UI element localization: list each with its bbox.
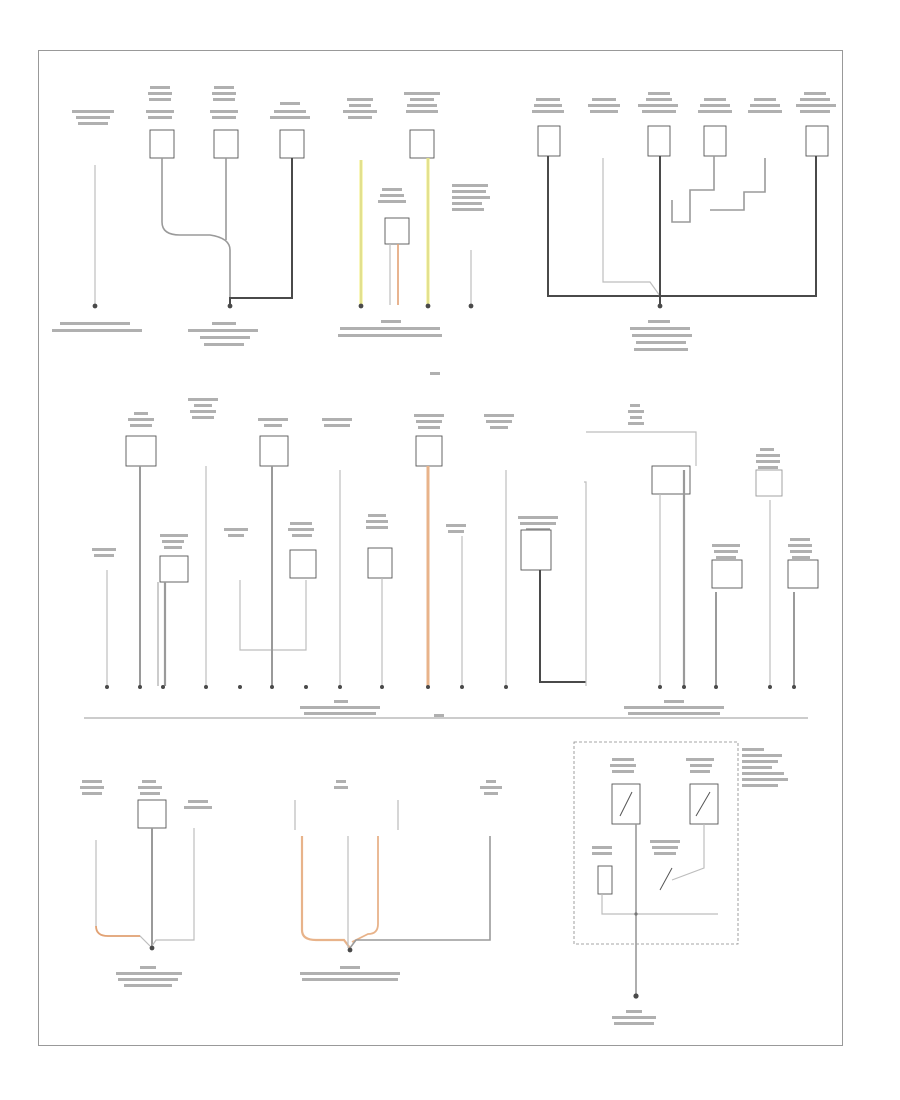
connector-box — [805, 125, 829, 157]
connector-box — [537, 125, 561, 157]
connectors-bottom — [137, 741, 739, 945]
ground-point — [460, 685, 464, 689]
connector-box — [703, 125, 727, 157]
ground-point — [204, 685, 208, 689]
ground-point — [347, 947, 353, 953]
connector-box — [520, 529, 552, 571]
wires-middle — [106, 431, 795, 686]
connector-box — [289, 549, 317, 579]
connector-box — [159, 555, 189, 583]
ground-point — [161, 685, 165, 689]
ground-point — [714, 685, 718, 689]
component-labels-top — [52, 86, 836, 375]
connectors-middle — [125, 435, 819, 589]
ground-point — [380, 685, 384, 689]
connector-box — [755, 469, 783, 497]
connector-box — [367, 547, 393, 579]
ground-point — [270, 685, 274, 689]
ground-point — [504, 685, 508, 689]
ground-point — [426, 685, 430, 689]
ground-point — [227, 303, 233, 309]
wires-bottom — [95, 824, 718, 994]
switch-box — [689, 783, 719, 825]
ground-point — [633, 993, 639, 999]
connector-box — [149, 129, 175, 159]
ground-point — [425, 303, 431, 309]
connector-box — [415, 435, 443, 467]
ground-point — [138, 685, 142, 689]
ground-points-bottom — [149, 912, 639, 999]
switch-contact — [619, 791, 711, 891]
diagram-frame — [38, 50, 843, 1046]
ground-point — [338, 685, 342, 689]
ground-point — [768, 685, 772, 689]
connector-box — [647, 125, 671, 157]
wires-top — [94, 156, 817, 305]
ground-point — [92, 303, 98, 309]
top-section — [52, 86, 836, 375]
connector-box — [213, 129, 239, 159]
connector-box — [137, 799, 167, 829]
ground-point — [682, 685, 686, 689]
connector-box — [125, 435, 157, 467]
connector-box — [787, 559, 819, 589]
connector-box — [409, 129, 435, 159]
component-labels-bottom — [80, 748, 788, 1025]
connector-box — [711, 559, 743, 589]
ground-point — [238, 685, 242, 689]
connectors-top — [149, 125, 829, 245]
middle-section — [84, 398, 819, 719]
ground-point — [304, 685, 308, 689]
ground-point — [792, 685, 796, 689]
connector-box — [259, 435, 289, 467]
ground-points-top — [92, 303, 663, 309]
component-labels-middle — [92, 398, 812, 717]
connector-box — [279, 129, 305, 159]
switch-module-outline — [573, 741, 739, 945]
bottom-section — [80, 741, 788, 1025]
ground-point — [657, 303, 663, 309]
ground-points-middle — [105, 685, 796, 689]
ground-point — [149, 945, 155, 951]
ground-point — [468, 303, 474, 309]
connector-box — [384, 217, 410, 245]
ground-point — [358, 303, 364, 309]
ground-point — [658, 685, 662, 689]
connector-box — [597, 865, 613, 895]
ground-point — [105, 685, 109, 689]
